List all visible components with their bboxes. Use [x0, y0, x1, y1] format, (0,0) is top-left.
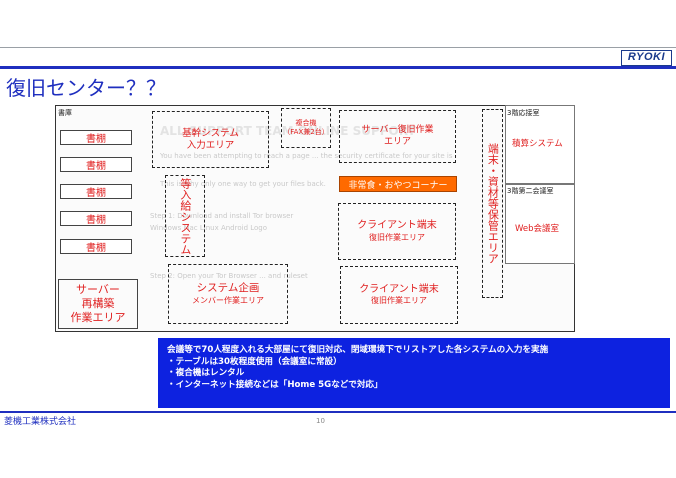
area-label: 復旧作業エリア	[369, 232, 425, 242]
salary-system-area: 等入給システム	[165, 175, 205, 257]
area-label: 再構築	[81, 297, 115, 311]
area-label: 復旧作業エリア	[371, 296, 427, 306]
page-title: 復旧センター？？	[6, 76, 166, 100]
notice-line: ・インターネット接続などは「Home 5Gなどで対応」	[167, 379, 383, 390]
room-label: 3階応接室	[507, 109, 540, 117]
core-system-area: 基幹システム 入力エリア	[152, 111, 269, 168]
room-system: 積算システム	[512, 139, 563, 149]
meeting-room-2-3f	[505, 184, 575, 264]
client-terminal-area-2: クライアント端末 復旧作業エリア	[340, 266, 458, 324]
footer-divider	[0, 411, 676, 413]
copier-area: 複合機 （FAX兼2台）	[281, 108, 331, 148]
area-label: クライアント端末	[359, 283, 439, 295]
room-system: Web会議室	[515, 224, 560, 234]
area-label: エリア	[383, 136, 411, 147]
notice-box: 会議等で70人程度入れる大部屋にて復旧対応、閉域環境下でリストアした各システムの…	[158, 338, 670, 408]
floor-plan	[55, 105, 575, 332]
area-label: クライアント端末	[357, 220, 437, 232]
ghost-line-3: Step 1: Download and install Tor browser	[150, 212, 294, 220]
ghost-line-2: This is why only one way to get your fil…	[160, 180, 326, 188]
shelf: 書棚	[60, 184, 132, 199]
ghost-line-1: You have been attempting to reach a page…	[160, 152, 453, 160]
area-label: 作業エリア	[70, 310, 126, 324]
area-label: メンバー作業エリア	[192, 295, 264, 305]
area-label: （FAX兼2台）	[283, 128, 329, 136]
shelf: 書棚	[60, 130, 132, 145]
room-label: 3階第二会議室	[507, 187, 554, 195]
company-name: 菱機工業株式会社	[4, 417, 77, 427]
area-label: 複合機	[295, 119, 317, 128]
company-logo: RYOKI	[620, 50, 672, 66]
title-underline	[0, 66, 676, 69]
notice-line: ・複合機はレンタル	[167, 368, 245, 378]
shelf: 書棚	[60, 211, 132, 226]
ghost-line-5: Windows Mac Linux Android Logo	[150, 224, 268, 232]
reception-room-3f	[505, 105, 575, 184]
ghost-line-4: Step 2: Open your Tor Browser ... and ru…	[150, 272, 308, 280]
top-divider	[0, 47, 676, 48]
server-rebuild-area: サーバー 再構築 作業エリア	[58, 279, 138, 329]
area-label: 入力エリア	[186, 139, 235, 151]
client-terminal-area-1: クライアント端末 復旧作業エリア	[338, 203, 456, 260]
library-label: 書庫	[58, 109, 72, 117]
emergency-food-corner: 非常食・おやつコーナー	[339, 176, 457, 192]
area-label: 基幹システム	[182, 127, 239, 139]
server-recovery-area: サーバー復旧作業 エリア	[339, 110, 456, 163]
notice-line: 会議等で70人程度入れる大部屋にて復旧対応、閉域環境下でリストアした各システムの…	[167, 345, 549, 355]
area-label: サーバー	[76, 283, 120, 297]
ghost-heading: ALL SUPPORT TEAM ONLINE SUPPORT	[160, 124, 416, 138]
page-number: 10	[316, 417, 325, 425]
area-label: システム企画	[196, 282, 260, 295]
shelf: 書棚	[60, 157, 132, 172]
area-label: サーバー復旧作業	[361, 125, 434, 136]
system-planning-area: システム企画 メンバー作業エリア	[168, 264, 288, 324]
notice-line: ・テーブルは30枚程度使用（会議室に常設）	[167, 356, 342, 367]
shelf: 書棚	[60, 239, 132, 254]
terminal-storage-area: 端末・資材等保管エリア	[482, 109, 503, 298]
